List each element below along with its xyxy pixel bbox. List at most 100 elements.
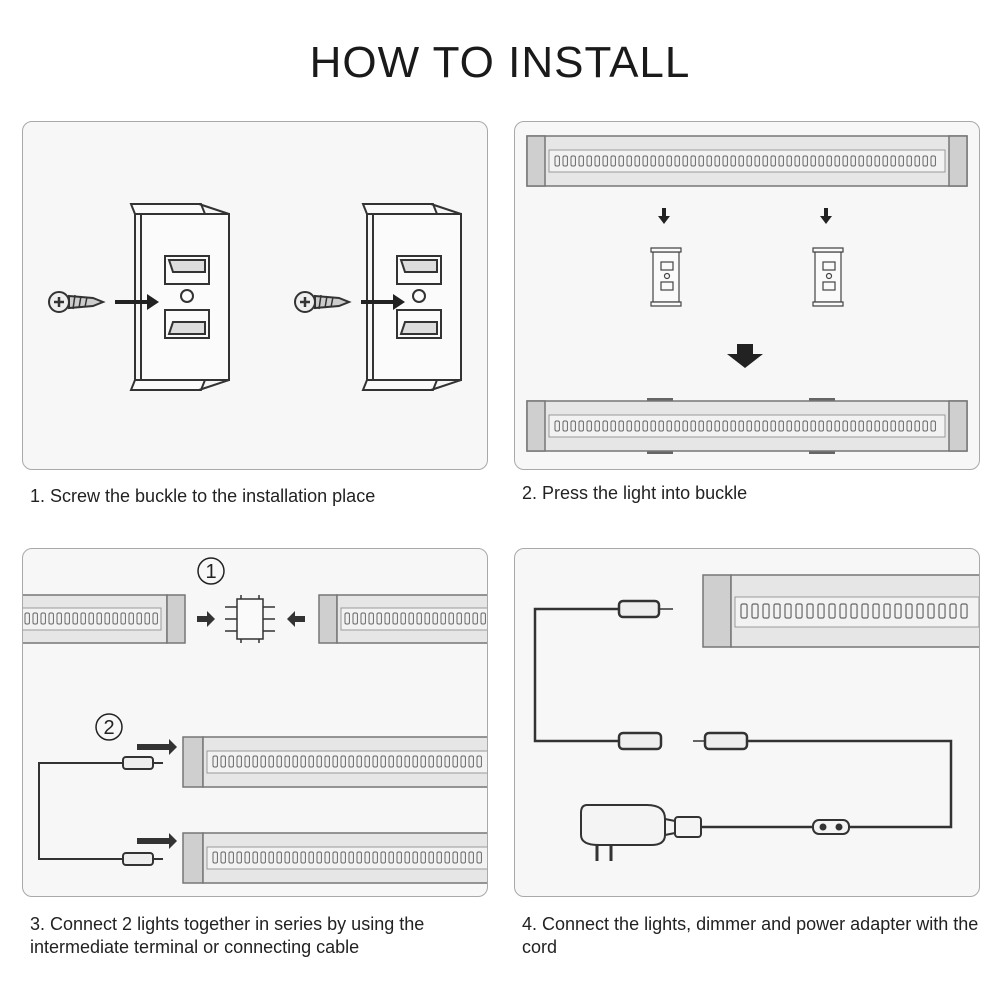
led-chip: [324, 851, 330, 864]
led-chip: [784, 603, 792, 619]
led-chip: [674, 420, 680, 432]
step-3-caption: 3. Connect 2 lights together in series b…: [30, 914, 425, 957]
led-chip: [874, 420, 880, 432]
led-chip: [906, 420, 912, 432]
led-chip: [762, 603, 770, 619]
led-chip: [794, 155, 800, 167]
step-4-panel: [514, 548, 980, 897]
led-chip: [858, 420, 864, 432]
led-chip: [344, 612, 350, 625]
led-chip: [428, 851, 434, 864]
led-chip: [861, 603, 869, 619]
led-chip: [930, 155, 936, 167]
led-chip: [452, 851, 458, 864]
arrow-icon: [658, 208, 832, 224]
led-chip: [762, 155, 768, 167]
led-chip: [236, 755, 242, 768]
led-chip: [562, 155, 568, 167]
led-chip: [380, 755, 386, 768]
dimmer-icon: [812, 819, 850, 835]
led-chip: [268, 851, 274, 864]
led-chip: [786, 155, 792, 167]
led-chip: [842, 155, 848, 167]
led-chip: [292, 755, 298, 768]
led-chip: [152, 612, 158, 625]
led-chip: [786, 420, 792, 432]
led-chip: [826, 155, 832, 167]
led-chip: [400, 612, 406, 625]
led-chip: [468, 851, 474, 864]
led-chip: [432, 612, 438, 625]
led-chip: [324, 755, 330, 768]
led-chip: [468, 755, 474, 768]
led-chip: [444, 755, 450, 768]
led-chip: [810, 155, 816, 167]
led-chip: [128, 612, 134, 625]
led-chip: [866, 420, 872, 432]
led-chip: [112, 612, 118, 625]
led-bar-icon: [526, 135, 968, 187]
led-chip: [260, 755, 266, 768]
step-1-caption: 1. Screw the buckle to the installation …: [30, 486, 376, 506]
led-chip: [364, 755, 370, 768]
led-chip: [874, 155, 880, 167]
led-chip: [586, 155, 592, 167]
led-chip: [586, 420, 592, 432]
led-bar-icon: [702, 574, 979, 648]
led-chip: [650, 420, 656, 432]
led-chip: [916, 603, 924, 619]
led-chip: [922, 155, 928, 167]
terminal-connector-icon: [225, 595, 275, 643]
led-chip: [872, 603, 880, 619]
led-chip: [642, 155, 648, 167]
led-chip: [562, 420, 568, 432]
led-chip: [746, 155, 752, 167]
led-chip: [356, 755, 362, 768]
led-chip: [594, 155, 600, 167]
led-chip: [866, 155, 872, 167]
led-chip: [300, 755, 306, 768]
led-chip: [890, 420, 896, 432]
led-chip: [392, 612, 398, 625]
led-chip: [96, 612, 102, 625]
led-chip: [949, 603, 957, 619]
led-chip: [348, 755, 354, 768]
led-chip: [24, 612, 30, 625]
led-chip: [834, 420, 840, 432]
led-chip: [770, 155, 776, 167]
led-chip: [284, 851, 290, 864]
led-chip: [356, 851, 362, 864]
led-chip: [594, 420, 600, 432]
led-chip: [634, 420, 640, 432]
led-chip: [472, 612, 478, 625]
led-chip: [40, 612, 46, 625]
led-chip: [642, 420, 648, 432]
led-chip: [554, 420, 560, 432]
page-title: HOW TO INSTALL: [309, 38, 691, 87]
led-chip: [914, 420, 920, 432]
led-chip: [144, 612, 150, 625]
led-chip: [360, 612, 366, 625]
led-chip: [364, 851, 370, 864]
led-chip: [938, 603, 946, 619]
led-chip: [618, 155, 624, 167]
led-chip: [906, 155, 912, 167]
step-marker-1: 1: [197, 557, 225, 585]
led-chip: [252, 851, 258, 864]
led-chip: [412, 755, 418, 768]
led-chip: [690, 420, 696, 432]
led-chip: [480, 612, 486, 625]
led-chip: [456, 612, 462, 625]
led-chip: [818, 420, 824, 432]
cable-plug-icon: [533, 599, 673, 751]
step-2-caption: 2. Press the light into buckle: [522, 483, 748, 503]
svg-text:2: 2: [103, 717, 114, 739]
cable-plug-icon: [693, 731, 953, 829]
led-chip: [882, 420, 888, 432]
arrow-icon: [197, 611, 305, 627]
led-chip: [372, 851, 378, 864]
led-chip: [810, 420, 816, 432]
led-chip: [212, 755, 218, 768]
led-chip: [460, 755, 466, 768]
arrow-icon: [361, 294, 405, 310]
